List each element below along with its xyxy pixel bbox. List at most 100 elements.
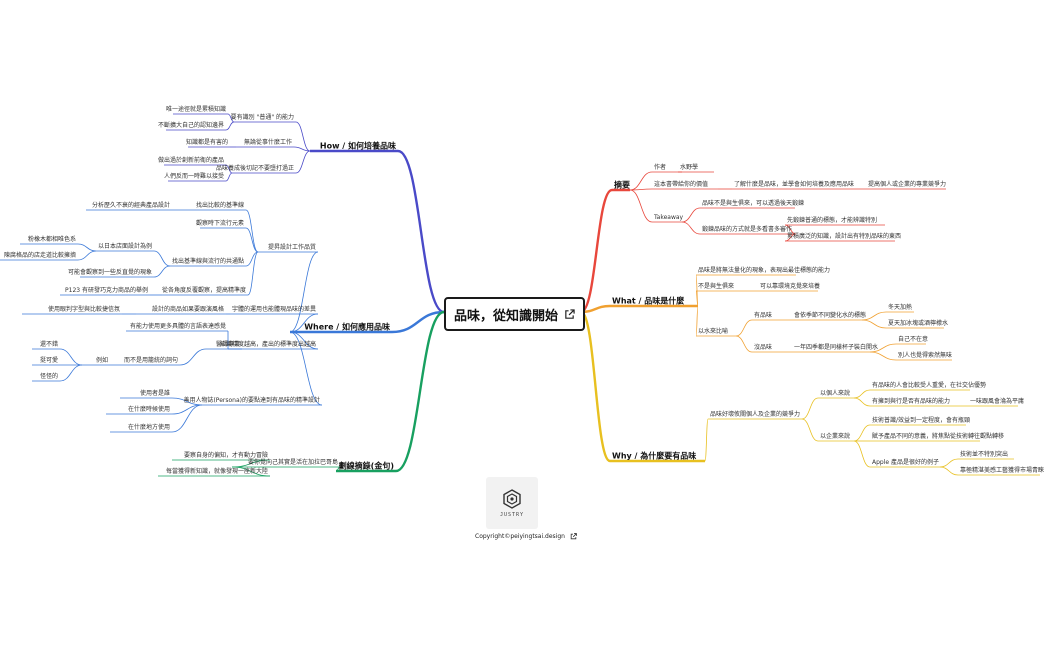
node-where[interactable]: 找出基準線與流行的共通點: [171, 258, 244, 265]
node-what[interactable]: 有品味: [754, 312, 773, 319]
node-what[interactable]: 別人也覺得索然無味: [898, 352, 953, 359]
node-where[interactable]: 知識精度越高，產出的標準度出越高: [219, 341, 316, 348]
node-summary[interactable]: 提高個人或企業的專業競爭力: [868, 181, 947, 188]
node-summary[interactable]: 品味不是與生俱來，可以透過後天鍛鍊: [702, 200, 805, 207]
connector-where: [289, 331, 319, 350]
node-summary[interactable]: 鍛鍊品味的方式就是多看書多審作: [702, 226, 793, 233]
connector-summary: [629, 189, 653, 223]
node-quote[interactable]: 要你覺向己其實是活在加拉巴哥島: [247, 459, 338, 466]
node-how[interactable]: 知識都是有害的: [185, 139, 228, 146]
node-what[interactable]: 會依季節不同變化水的標態: [794, 312, 867, 319]
central-topic-title: 品味，從知識開始: [453, 308, 558, 324]
node-where[interactable]: 有能力使用更多具體的言語表達感覺: [129, 323, 226, 330]
node-why[interactable]: 以企業來說: [820, 433, 851, 440]
node-how[interactable]: 品味養成後切記不要墮打過正: [215, 165, 294, 172]
node-where[interactable]: 在什麼時候使用: [127, 406, 170, 413]
node-why[interactable]: 一味跟風會淪為平庸: [970, 398, 1025, 405]
node-why[interactable]: 技術普識/效益到一定程度，會有瓶頸: [872, 417, 971, 424]
connector-where: [245, 209, 259, 253]
node-how[interactable]: 唯一途徑就是累積知識: [165, 106, 226, 113]
node-why[interactable]: 有擁到與行是否有品味的能力: [872, 398, 951, 405]
node-summary[interactable]: 水野學: [680, 164, 699, 171]
copyright-line: Copyright©peiyingtsai.design: [475, 533, 577, 540]
branch-trunk-how: [397, 149, 445, 314]
node-where[interactable]: 而不是用籠統的詞句: [123, 357, 178, 364]
node-what[interactable]: 自己不在意: [898, 336, 929, 343]
central-topic[interactable]: 品味，從知識開始: [444, 297, 585, 331]
node-why[interactable]: 賦予產品不同的意義，將焦點從技術轉往觀點轉移: [872, 433, 1005, 440]
node-where[interactable]: 粉橡木都相唯色系: [27, 236, 76, 243]
connector-where: [245, 251, 259, 267]
node-quote[interactable]: 要察自身的偏知，才有動力冒險: [183, 452, 268, 459]
node-summary[interactable]: 作者: [654, 164, 667, 171]
node-what[interactable]: 沒品味: [754, 344, 773, 351]
node-where[interactable]: 找出比較的基準線: [195, 202, 244, 209]
connector-where: [171, 404, 203, 433]
node-where[interactable]: 設計的商品如果要跟演風格: [151, 306, 224, 313]
node-where[interactable]: 使用者是誰: [139, 390, 170, 397]
connector-how: [293, 146, 311, 152]
node-summary[interactable]: 累積廣泛的知識，設計出有特別品味的東西: [787, 233, 902, 240]
node-what[interactable]: 可以靠環境克覺來培養: [760, 283, 821, 290]
node-where[interactable]: 宇體的運用也能體現品味的差異: [231, 306, 316, 313]
node-how[interactable]: 無論從事什麼工作: [243, 139, 292, 146]
node-where[interactable]: 怪怪的: [39, 373, 58, 380]
connector-where: [59, 364, 83, 382]
node-why[interactable]: 品味好壞攸關個人及企業的競爭力: [710, 411, 801, 418]
node-how[interactable]: 不斷擴大自己的認知邊界: [157, 122, 224, 129]
node-what[interactable]: 品味是將無法量化的現象，表現出最佳標態的能力: [698, 267, 831, 274]
node-what[interactable]: 一年四季都是同樣杯子裝白開水: [794, 344, 879, 351]
node-where[interactable]: 分析歷久不衰的經典產品設計: [91, 202, 170, 209]
node-why[interactable]: Apple 產品是很好的例子: [872, 459, 939, 466]
node-where[interactable]: 挺可愛: [39, 357, 58, 364]
node-where[interactable]: 在什麼地方使用: [127, 424, 170, 431]
branch-trunk-where: [391, 310, 445, 334]
branch-label-why[interactable]: Why / 為什麼要有品味: [612, 451, 697, 461]
node-where[interactable]: 陳腐格品的店走道比較擁擠: [3, 252, 76, 259]
node-quote[interactable]: 每當獲得新知識，就像發現一座新大陸: [165, 468, 268, 475]
external-link-icon[interactable]: [570, 533, 577, 540]
node-where[interactable]: 還不錯: [39, 341, 58, 348]
node-what[interactable]: 冬天加熱: [888, 304, 913, 311]
node-where[interactable]: P123 有研發巧克力商品的舉例: [65, 287, 148, 294]
branch-label-how[interactable]: How / 如何培養品味: [319, 141, 396, 151]
branch-label-quote[interactable]: 劃線摘錄(金句): [338, 461, 394, 471]
node-what[interactable]: 不是與生俱來: [698, 283, 735, 290]
node-how[interactable]: 人們反而一時難以接受: [163, 173, 224, 180]
node-why[interactable]: 靠極精湛美感工藝獲得市場青睞: [960, 467, 1045, 474]
branch-label-summary[interactable]: 摘要: [614, 180, 630, 190]
node-where[interactable]: 觀察時下流行元素: [195, 220, 244, 227]
node-what[interactable]: 以水來比喻: [698, 328, 729, 335]
node-summary[interactable]: Takeaway: [654, 214, 684, 221]
node-why[interactable]: 技術並不特別突出: [960, 451, 1009, 458]
node-where[interactable]: 使用眼判字型與比較捷信氛: [47, 306, 120, 313]
connector-where: [153, 265, 171, 278]
node-how[interactable]: 做出過於創新前衛的產品: [157, 157, 224, 164]
connector-why: [853, 424, 871, 442]
node-why[interactable]: 有品味的人會比較受人重愛，在社交佔優勢: [872, 382, 987, 389]
connector-where: [77, 250, 97, 261]
node-summary[interactable]: 先鍛鍊普通的標態，才能辨識特別: [787, 217, 878, 224]
node-where[interactable]: 善用人物誌(Persona)的要點達到有品味的精準設計: [183, 397, 320, 404]
node-summary[interactable]: 了解什麼是品味，並學會如何培養及應用品味: [734, 181, 855, 188]
node-where[interactable]: 可能會觀察到一些反直覺的現象: [67, 269, 152, 276]
branch-label-what[interactable]: What / 品味是什麼: [612, 296, 685, 306]
branch-label-where[interactable]: Where / 如何應用品味: [304, 322, 390, 332]
node-where[interactable]: 提昇設計工作品質: [267, 244, 316, 251]
external-link-icon[interactable]: [564, 308, 575, 320]
node-summary[interactable]: 這本書帶給你的價值: [654, 181, 709, 188]
node-where[interactable]: 從各角度反覆觀察，提高精準度: [161, 287, 246, 294]
connector-where: [245, 227, 259, 253]
node-where[interactable]: 例如: [95, 357, 108, 364]
branch-trunk-summary: [580, 188, 613, 314]
connector-why: [853, 389, 871, 399]
connector-where: [153, 250, 171, 267]
node-what[interactable]: 夏天加冰塊或酒檸檬水: [888, 320, 949, 327]
node-how[interactable]: 要有識別 "普通" 的能力: [230, 114, 294, 121]
brand-logo: JUSTRY: [486, 477, 538, 529]
node-where[interactable]: 醫師專業: [215, 341, 240, 348]
node-why[interactable]: 以個人來說: [820, 390, 851, 397]
node-where[interactable]: 以日本店面設計為例: [97, 243, 152, 250]
